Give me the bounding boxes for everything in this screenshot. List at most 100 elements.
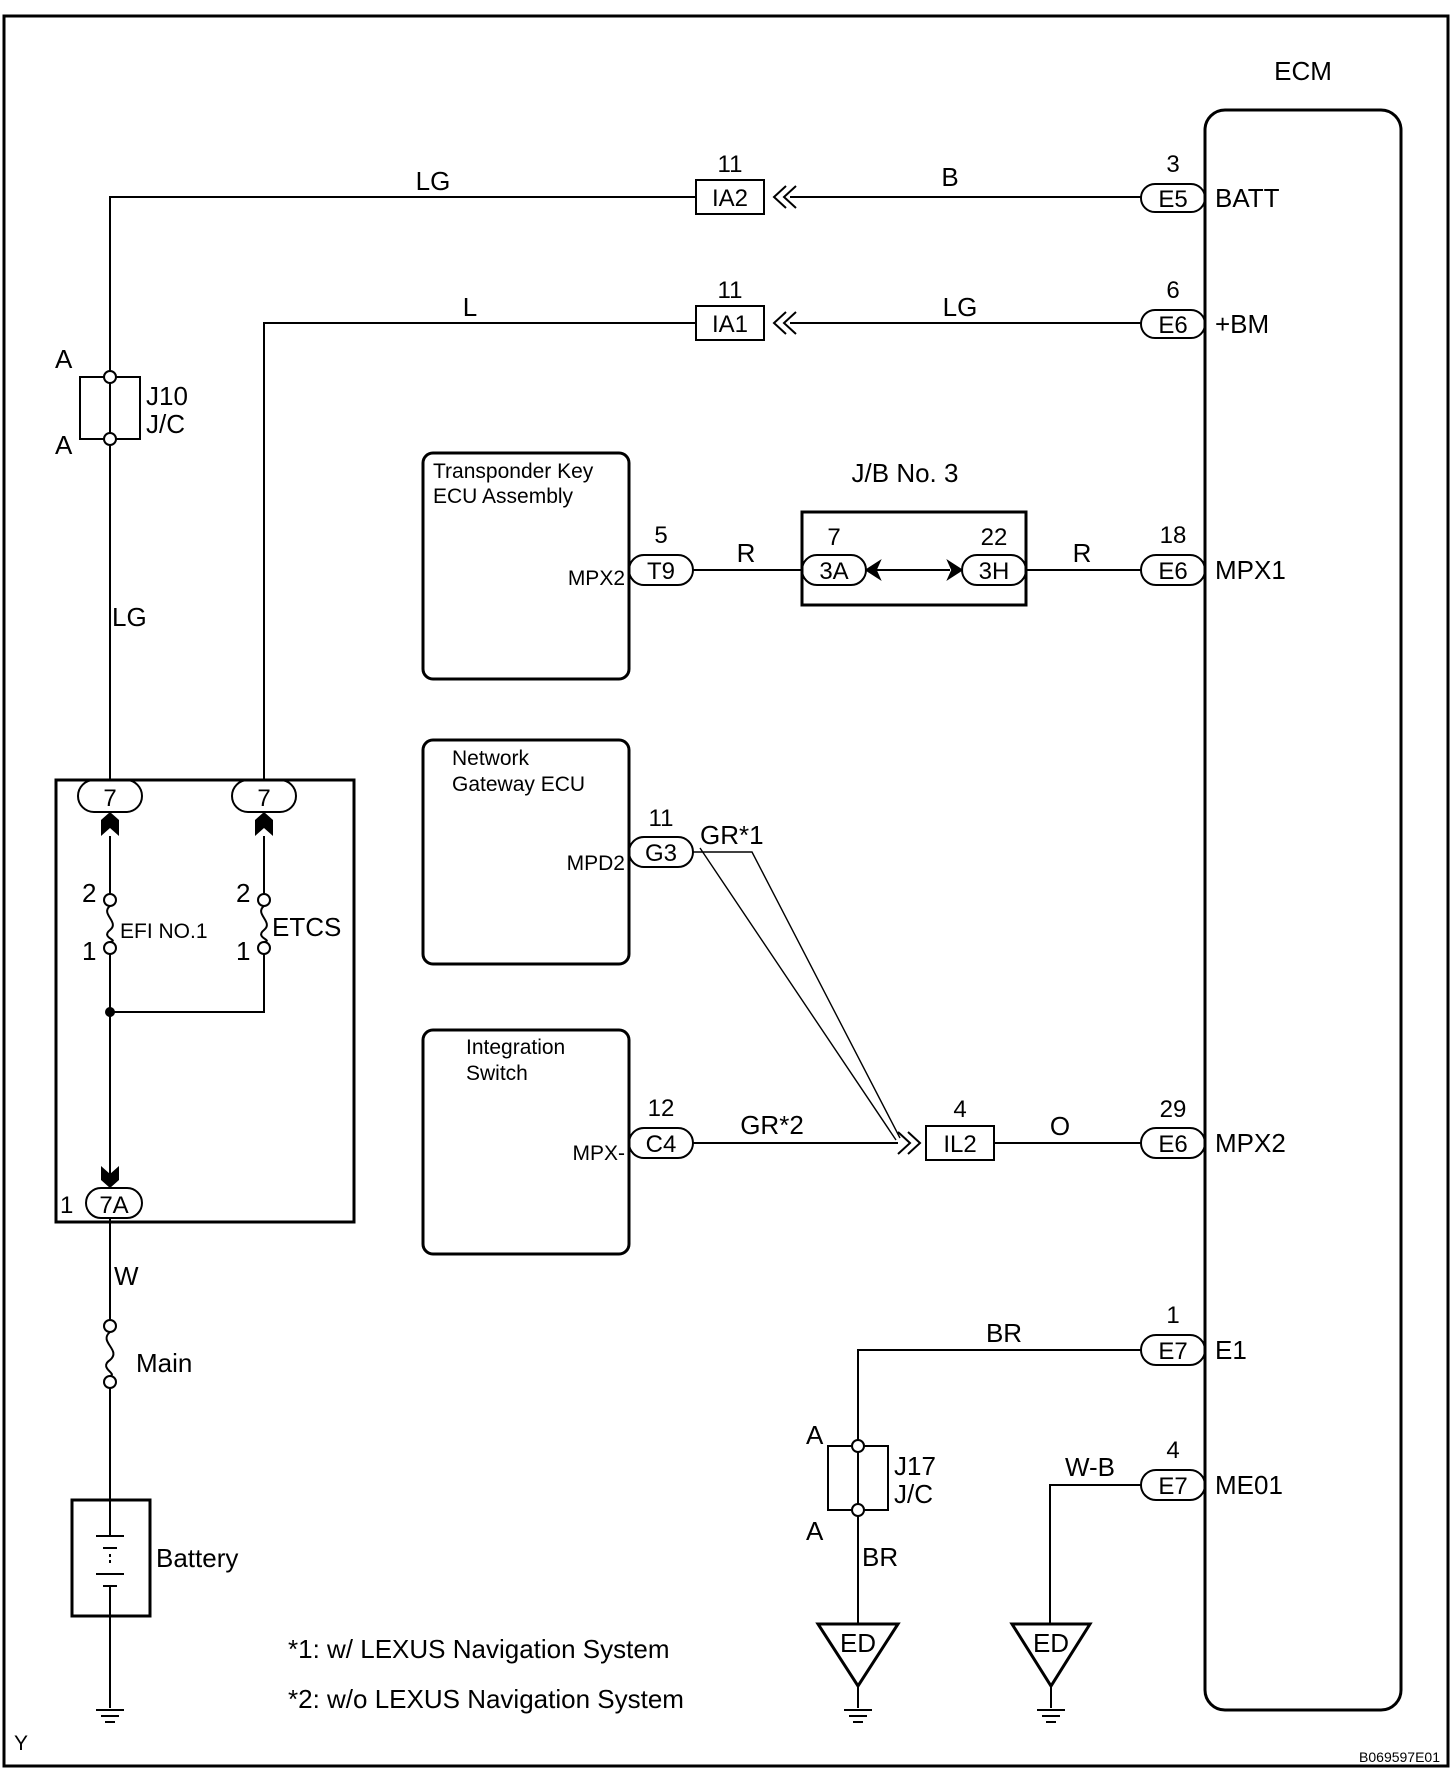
ecm-pin-e5 — [1140, 183, 1206, 213]
etcs-fuse-label: ETCS — [272, 912, 341, 942]
note-2: *2: w/o LEXUS Navigation System — [288, 1684, 684, 1714]
gateway-title-2: Gateway ECU — [452, 773, 585, 796]
j10-pin-bottom: A — [55, 430, 73, 460]
ground-ed-1: ED — [840, 1628, 876, 1658]
efi-pin-1: 1 — [82, 936, 96, 966]
wire-lg-batt: LG — [416, 166, 451, 196]
transponder-key-ecu: Transponder Key ECU Assembly MPX2 T9 5 — [421, 451, 694, 681]
ecm-pin-e6-bm-conn: E6 — [1158, 312, 1187, 339]
j17-label: J17 — [894, 1451, 936, 1481]
ecm-pin-e6-mpx2-conn: E6 — [1158, 1131, 1187, 1158]
j10-type: J/C — [146, 409, 185, 439]
ecm-title: ECM — [1274, 56, 1332, 86]
j17-type: J/C — [894, 1479, 933, 1509]
wire-w: W — [114, 1261, 139, 1291]
corner-mark: Y — [14, 1732, 28, 1755]
transponder-title-2: ECU Assembly — [433, 485, 574, 508]
connector-ia2-num: 11 — [718, 151, 743, 178]
integration-conn-code: C4 — [646, 1131, 677, 1158]
ecm-pin-e5-conn: E5 — [1158, 186, 1187, 213]
ecm-pin-mpx2: MPX2 — [1215, 1128, 1286, 1158]
junction-j10: A A J10 J/C LG — [55, 344, 188, 780]
efi-pin-2: 2 — [82, 878, 96, 908]
fuse-block: 7 7 2 1 EFI NO.1 2 1 ETCS 7A 1 — [54, 778, 356, 1224]
j10-label: J10 — [146, 381, 188, 411]
ecm-pin-e7-me01-conn: E7 — [1158, 1473, 1187, 1500]
wire-wb: W-B — [1065, 1452, 1115, 1482]
transponder-conn-code: T9 — [647, 558, 675, 585]
wire-gr1: GR*1 — [700, 820, 764, 850]
fuse-block-conn-7a-code: 7A — [99, 1192, 128, 1219]
ecm-pin-e7-e1 — [1140, 1334, 1206, 1366]
connector-ia2-code: IA2 — [712, 185, 748, 212]
connector-il2-num: 4 — [953, 1096, 966, 1123]
ecm-pin-e7-e1-conn: E7 — [1158, 1338, 1187, 1365]
fuse-block-conn-7a — [85, 1187, 143, 1219]
ecm-pin-e7-e1-num: 1 — [1166, 1302, 1179, 1329]
j17-pin-top: A — [806, 1420, 824, 1450]
ecm-pin-e6-mpx1-num: 18 — [1160, 522, 1187, 549]
ecm-pin-e6-mpx2 — [1140, 1127, 1206, 1159]
main-fuse-battery: W Main Battery — [70, 1218, 238, 1723]
figure-code: B069597E01 — [1359, 1749, 1440, 1765]
fuse-block-conn-7a-num: 1 — [60, 1192, 73, 1219]
ecm-pin-e7-me01-num: 4 — [1166, 1437, 1179, 1464]
wire-lg-bm: LG — [943, 292, 978, 322]
gateway-title-1: Network — [452, 747, 530, 770]
connector-ia1-code: IA1 — [712, 311, 748, 338]
jb3-conn-3a-num: 7 — [827, 524, 840, 551]
fuse-block-conn-right-num: 7 — [257, 785, 270, 812]
mpx2-circuit: IL2 4 O E6 29 MPX2 — [897, 1096, 1286, 1161]
ground-ed-2: ED — [1033, 1628, 1069, 1658]
etcs-pin-1: 1 — [236, 936, 250, 966]
batt-circuit: IA2 11 LG B E5 3 BATT — [109, 151, 1280, 385]
battery-label: Battery — [156, 1543, 238, 1573]
ecm-pin-e6-mpx2-num: 29 — [1160, 1096, 1187, 1123]
diagram-frame — [2, 14, 1450, 1768]
integration-terminal: MPX- — [573, 1142, 626, 1165]
wire-br-bottom: BR — [862, 1542, 898, 1572]
wire-b-batt: B — [941, 162, 958, 192]
ecm-pin-e6-mpx1 — [1140, 554, 1206, 586]
efi-fuse-label: EFI NO.1 — [120, 920, 208, 943]
ecm-pin-me01: ME01 — [1215, 1470, 1283, 1500]
ecm-pin-mpx1: MPX1 — [1215, 555, 1286, 585]
fuse-block-conn-left-num: 7 — [103, 785, 116, 812]
e1-ground-circuit: BR E7 1 E1 A A J17 J/C BR ED — [806, 1302, 1247, 1723]
ecm-pin-e6-bm-num: 6 — [1166, 277, 1179, 304]
network-gateway-ecu: Network Gateway ECU MPD2 G3 11 GR*1 — [421, 738, 901, 1141]
jb3-conn-3h-num: 22 — [981, 524, 1008, 551]
junction-block-3: J/B No. 3 R 3A 7 3H 22 R E6 18 MPX1 — [693, 458, 1286, 607]
wire-l-bm: L — [463, 292, 477, 322]
connector-il2-code: IL2 — [943, 1131, 976, 1158]
integration-title-1: Integration — [466, 1036, 565, 1059]
ecm-pin-bm: +BM — [1215, 309, 1269, 339]
jb3-title: J/B No. 3 — [852, 458, 959, 488]
gateway-conn-num: 11 — [649, 805, 674, 832]
wire-lg-vertical: LG — [112, 602, 147, 632]
gateway-conn-code: G3 — [645, 840, 677, 867]
integration-title-2: Switch — [466, 1062, 528, 1085]
ecm-box — [1203, 108, 1403, 1712]
connector-ia1 — [695, 305, 765, 341]
connector-ia1-num: 11 — [718, 277, 743, 304]
wire-r-out: R — [1073, 538, 1092, 568]
note-1: *1: w/ LEXUS Navigation System — [288, 1634, 670, 1664]
ecm-pin-e6-bm — [1140, 309, 1206, 339]
ecm-pin-batt: BATT — [1215, 183, 1280, 213]
etcs-pin-2: 2 — [236, 878, 250, 908]
wire-o: O — [1050, 1111, 1070, 1141]
jb3-conn-3h-code: 3H — [979, 558, 1010, 585]
j10-pin-top: A — [55, 344, 73, 374]
integration-conn-num: 12 — [648, 1095, 675, 1122]
ecm: ECM — [1203, 56, 1403, 1712]
main-fuse-label: Main — [136, 1348, 192, 1378]
ecm-pin-e7-me01 — [1140, 1469, 1206, 1501]
wire-br-top: BR — [986, 1318, 1022, 1348]
connector-ia2 — [695, 179, 765, 215]
jb3-conn-3a-code: 3A — [819, 558, 848, 585]
transponder-terminal: MPX2 — [568, 567, 625, 590]
ecm-pin-e6-mpx1-conn: E6 — [1158, 558, 1187, 585]
gateway-terminal: MPD2 — [567, 852, 625, 875]
